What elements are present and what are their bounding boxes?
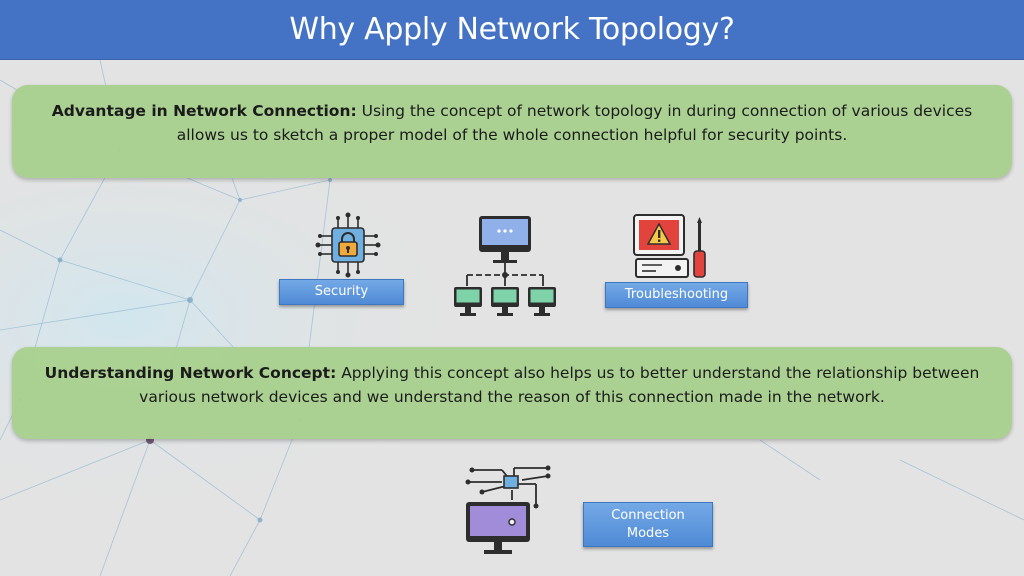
- monitor-circuit-icon: [465, 465, 551, 554]
- understanding-text: Understanding Network Concept: Applying …: [36, 361, 988, 409]
- chip-lock-icon: [315, 212, 381, 278]
- understanding-heading: Understanding Network Concept:: [44, 364, 337, 382]
- advantage-text: Advantage in Network Connection: Using t…: [36, 99, 988, 147]
- network-topology-icon: [454, 216, 556, 316]
- troubleshooting-label: Troubleshooting: [605, 282, 748, 308]
- advantage-panel: Advantage in Network Connection: Using t…: [12, 85, 1012, 178]
- connection-modes-label: Connection Modes: [583, 502, 713, 547]
- security-label: Security: [279, 279, 404, 305]
- computer-alert-screwdriver-icon: [633, 214, 706, 278]
- advantage-heading: Advantage in Network Connection:: [51, 102, 357, 120]
- understanding-panel: Understanding Network Concept: Applying …: [12, 347, 1012, 439]
- slide-title: Why Apply Network Topology?: [289, 12, 735, 47]
- understanding-body: Applying this concept also helps us to b…: [139, 364, 980, 406]
- title-bar: Why Apply Network Topology?: [0, 0, 1024, 60]
- advantage-body: Using the concept of network topology in…: [176, 102, 973, 144]
